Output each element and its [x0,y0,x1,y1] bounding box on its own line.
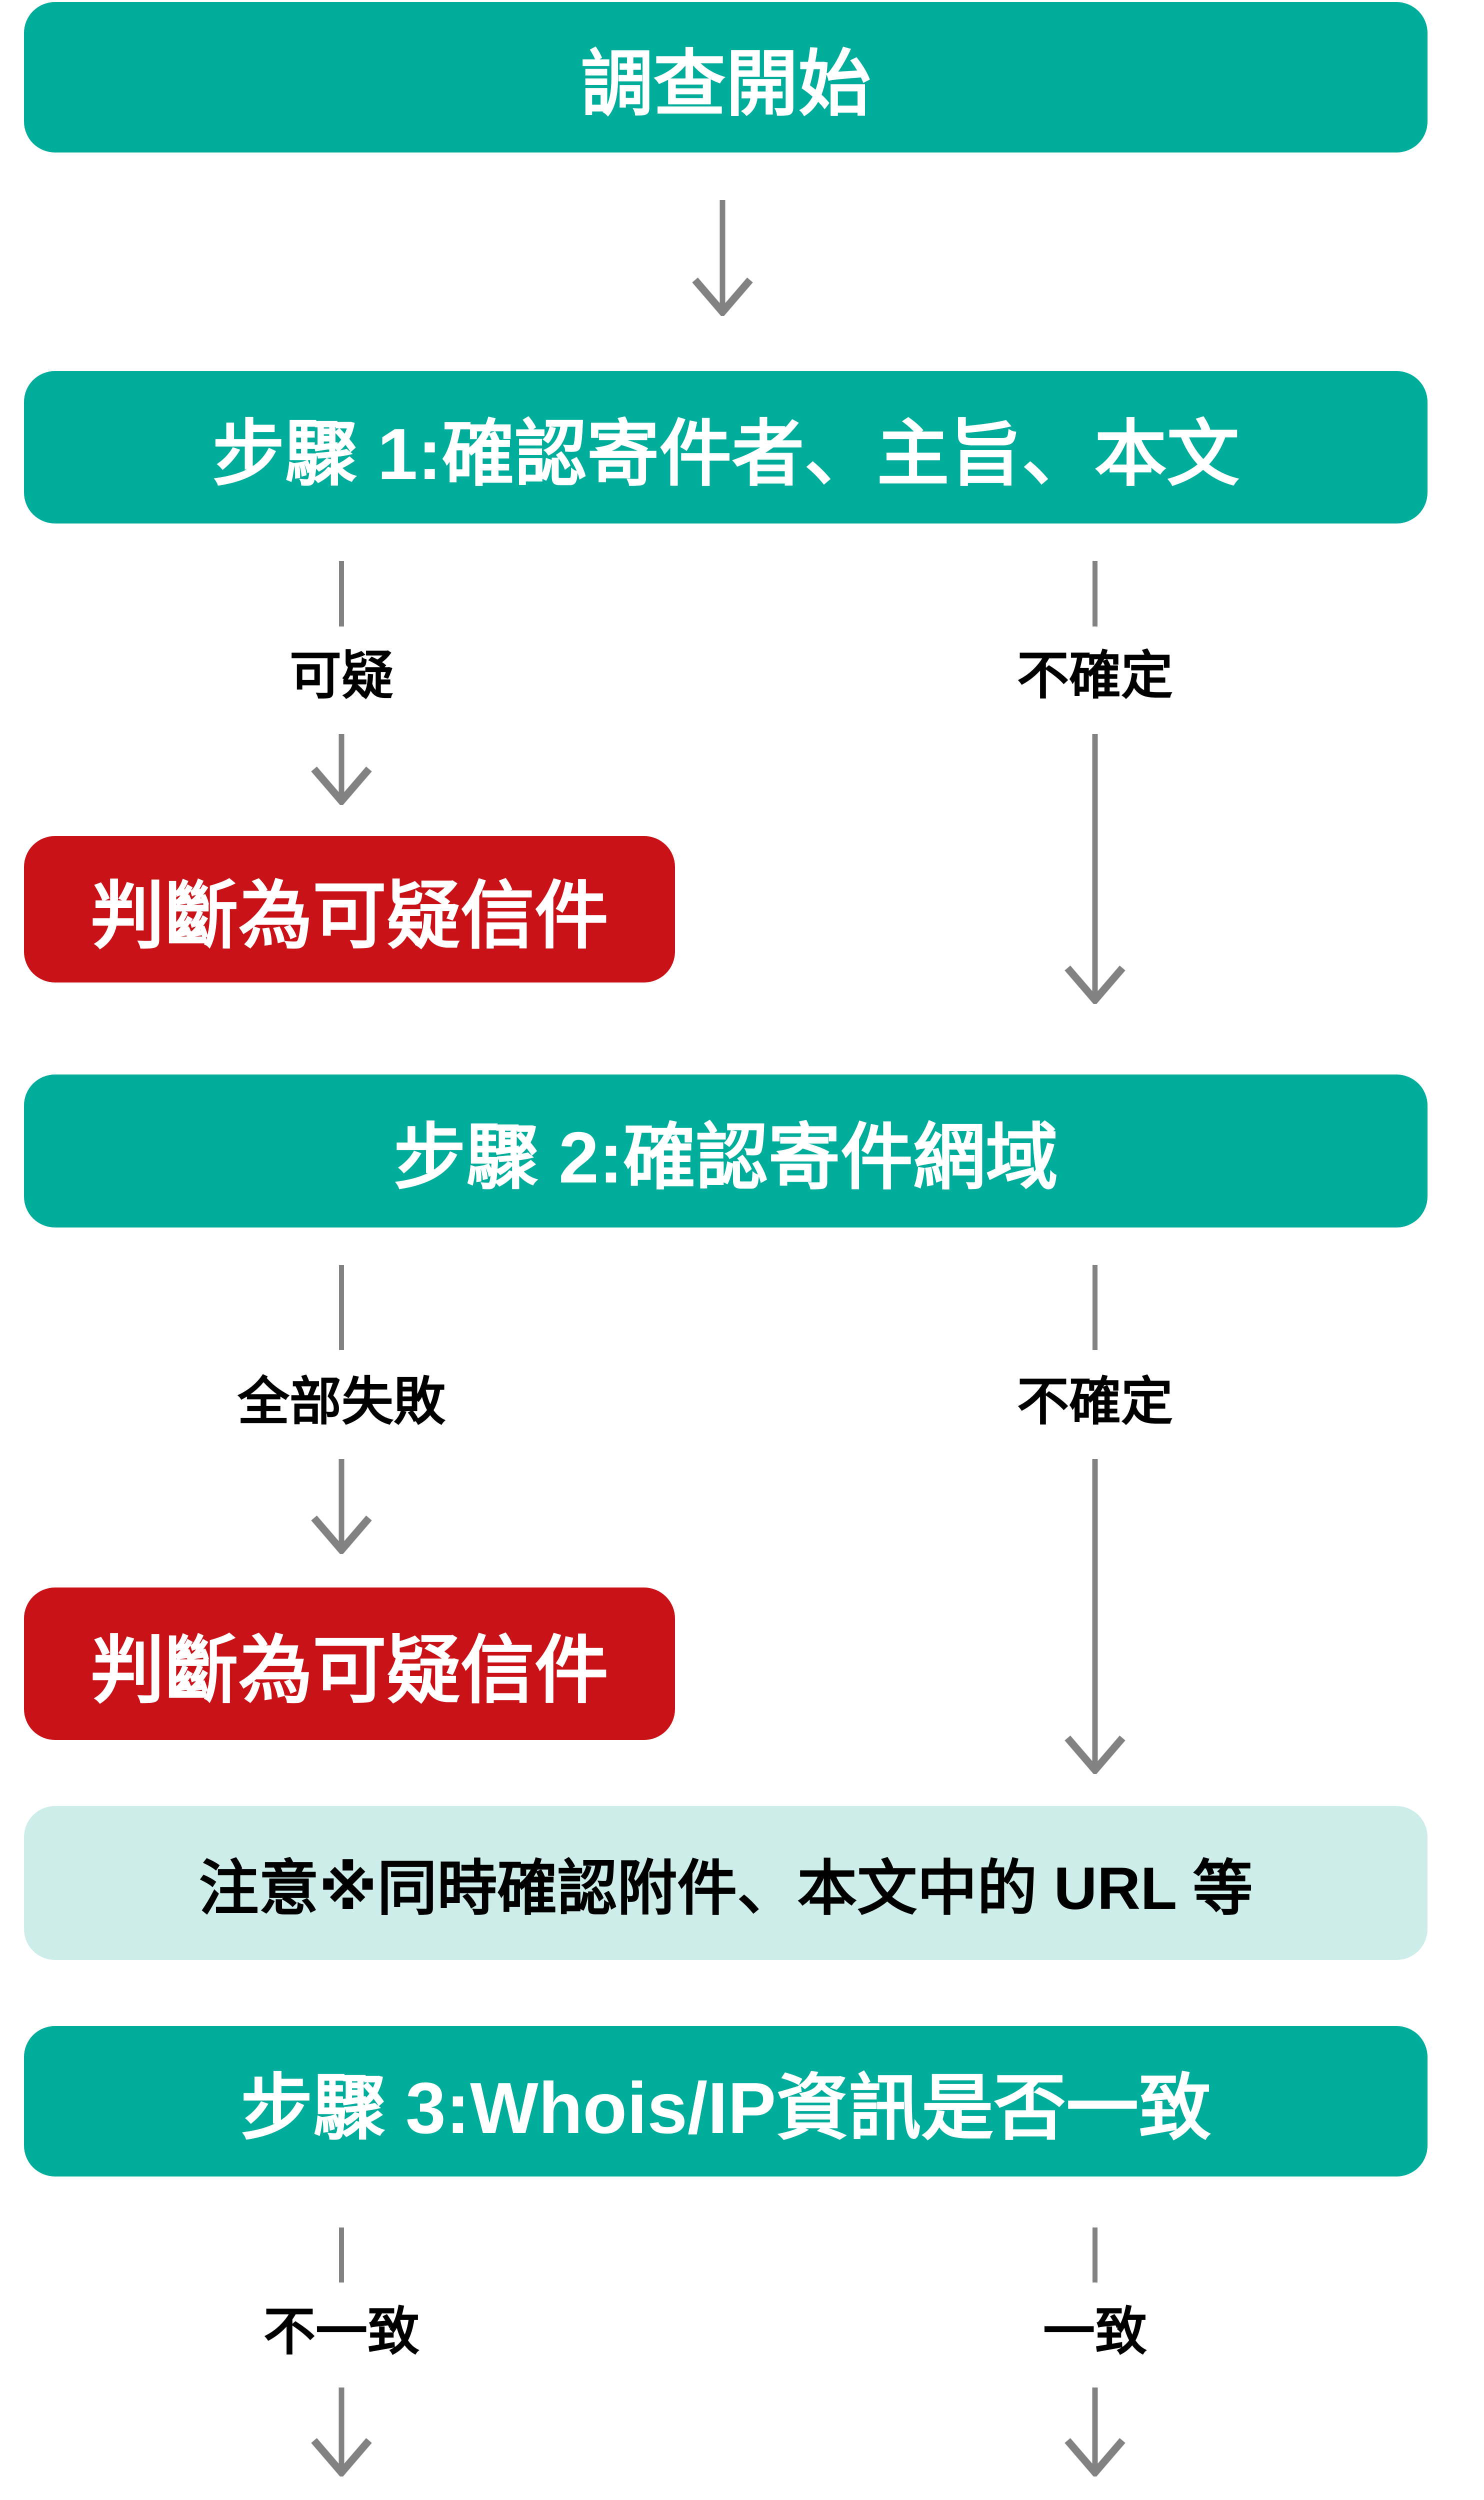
edge-label-mismatch: 不一致 [263,2303,420,2361]
node-step1: 步驟 1:確認寄件者、主旨、本文 [24,371,1428,524]
node-verdict-suspicious-2: 判斷為可疑信件 [24,1588,675,1740]
edge-label-uncertain: 不確定 [1016,1373,1174,1431]
edge-label-suspicious: 可疑 [289,647,394,705]
edge-label-match: 一致 [1042,2303,1148,2361]
arrow-down-icon [1064,1459,1126,1774]
node-step3-label: 步驟 3:Whois/IP資訊是否一致 [240,2067,1212,2148]
arrow-down-icon [311,2388,372,2476]
node-step1-label: 步驟 1:確認寄件者、主旨、本文 [212,413,1240,494]
node-start: 調查開始 [24,2,1428,152]
edge-line [1092,561,1098,626]
node-verdict-suspicious-1-label: 判斷為可疑信件 [90,875,608,958]
arrow-down-icon [1064,2388,1126,2476]
edge-line [339,561,344,626]
node-note: 注意※同時確認附件、本文中的 URL 等 [24,1806,1428,1960]
edge-label-all-failed: 全部失敗 [237,1373,446,1431]
edge-label-uncertain: 不確定 [1016,647,1174,705]
arrow-down-icon [692,200,753,316]
node-verdict-suspicious-2-label: 判斷為可疑信件 [90,1630,608,1712]
arrow-down-icon [1064,734,1126,1004]
edge-line [339,1265,344,1350]
node-note-label: 注意※同時確認附件、本文中的 URL 等 [198,1855,1253,1922]
node-step3: 步驟 3:Whois/IP資訊是否一致 [24,2026,1428,2176]
node-step2-label: 步驟 2:確認寄件網域 [393,1117,1058,1198]
edge-line [339,2228,344,2282]
node-start-label: 調查開始 [580,43,871,124]
node-verdict-suspicious-1: 判斷為可疑信件 [24,836,675,982]
edge-line [1092,1265,1098,1350]
arrow-down-icon [311,734,372,805]
edge-line [1092,2228,1098,2282]
arrow-down-icon [311,1459,372,1554]
node-step2: 步驟 2:確認寄件網域 [24,1074,1428,1228]
